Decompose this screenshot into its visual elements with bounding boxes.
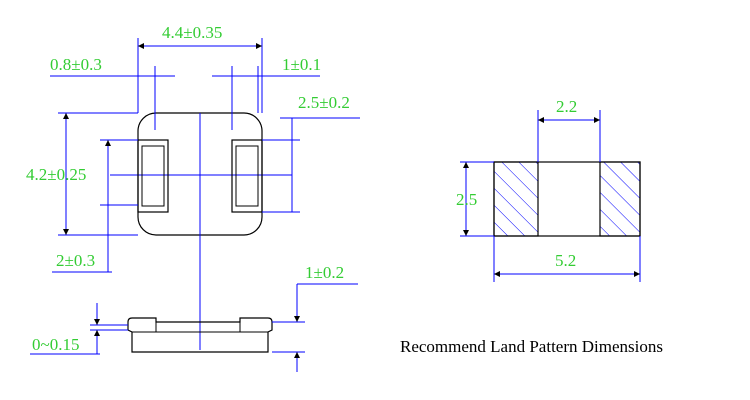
dim-text-body-width: 4.2±0.25: [26, 165, 86, 184]
right-terminal-inner: [235, 145, 259, 207]
dim-text-height: 1±0.2: [305, 263, 344, 282]
dimension-land-pad-height: 2.5: [456, 161, 494, 237]
dimension-edge-gap: 1±0.1: [212, 55, 321, 130]
left-pad-hatched: [493, 161, 539, 237]
left-terminal-outer: [137, 139, 169, 213]
dimension-land-total-length: 5.2: [493, 236, 641, 282]
component-top-view: [110, 112, 292, 350]
dimension-body-width: 4.2±0.25: [26, 112, 138, 236]
right-terminal-outer: [231, 139, 263, 213]
dimension-pad-pitch: 2±0.3: [52, 139, 138, 273]
dim-text-standoff: 0~0.15: [32, 335, 79, 354]
dim-text-land-gap: 2.2: [556, 97, 577, 116]
dim-text-land-pad-height: 2.5: [456, 190, 477, 209]
dimension-terminal-width: 0.8±0.3: [50, 55, 175, 130]
dim-text-body-length: 4.4±0.35: [162, 23, 222, 42]
dim-text-land-total-length: 5.2: [555, 251, 576, 270]
dimension-body-length: 4.4±0.35: [137, 23, 263, 113]
dimension-terminal-height: 2.5±0.2: [262, 93, 360, 213]
dim-text-edge-gap: 1±0.1: [282, 55, 321, 74]
component-side-view: [127, 317, 273, 353]
dimension-land-gap: 2.2: [537, 97, 601, 162]
dimension-height: 1±0.2: [272, 263, 358, 372]
land-pattern-caption: Recommend Land Pattern Dimensions: [400, 337, 663, 356]
land-pattern: [493, 161, 641, 237]
dim-text-pad-pitch: 2±0.3: [56, 251, 95, 270]
side-view-body: [127, 317, 273, 353]
right-pad-hatched: [599, 161, 641, 237]
dimension-standoff: 0~0.15: [30, 303, 128, 355]
left-terminal-inner: [141, 145, 165, 207]
dim-text-terminal-width: 0.8±0.3: [50, 55, 102, 74]
dim-text-terminal-height: 2.5±0.2: [298, 93, 350, 112]
